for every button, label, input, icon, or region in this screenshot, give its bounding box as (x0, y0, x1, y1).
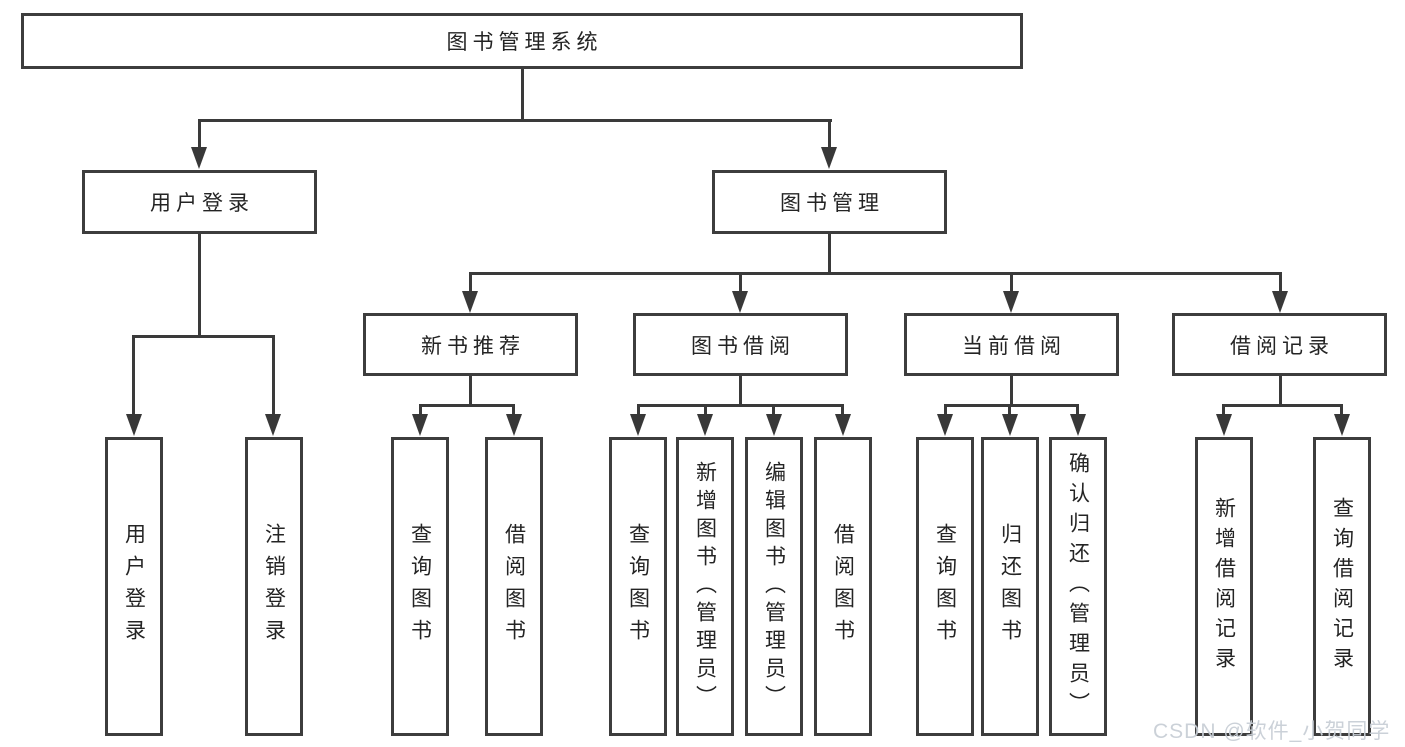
arrow-down-icon (1216, 414, 1232, 436)
connector-stem-user-login (198, 121, 201, 149)
leaf-label: 编辑图书（管理员） (762, 460, 786, 713)
arrow-down-icon (126, 414, 142, 436)
watermark: CSDN @软件_小贺同学 (1153, 720, 1391, 743)
arrow-down-icon (265, 414, 281, 436)
arrow-down-icon (1334, 414, 1350, 436)
arrow-down-icon (697, 414, 713, 436)
connector-borrowing-records-split (1222, 404, 1343, 407)
leaf-label: 确认归还（管理员） (1066, 451, 1090, 722)
connector-stem (944, 406, 947, 416)
connector-root-trunk (521, 69, 524, 122)
connector-borrowing-records-trunk (1279, 376, 1282, 407)
node-user-login: 用户登录 (82, 170, 317, 234)
node-new-book-recommendation: 新书推荐 (363, 313, 578, 376)
arrow-down-icon (630, 414, 646, 436)
connector-stem (772, 406, 775, 416)
connector-stem (1008, 406, 1011, 416)
connector-stem-borrowing-records (1279, 274, 1282, 292)
leaf-label: 用户登录 (122, 522, 146, 651)
leaf-query-books-borrowing: 查询图书 (609, 437, 667, 736)
connector-user-login-split (132, 335, 275, 338)
connector-book-management-split (469, 272, 1282, 275)
connector-user-login-trunk (198, 234, 201, 338)
leaf-logout: 注销登录 (245, 437, 303, 736)
leaf-borrow-books-borrowing: 借阅图书 (814, 437, 872, 736)
connector-book-management-trunk (828, 234, 831, 275)
leaf-label: 新增借阅记录 (1212, 496, 1236, 677)
node-library-management-system: 图书管理系统 (21, 13, 1023, 69)
leaf-label: 借阅图书 (831, 522, 855, 651)
leaf-label: 查询图书 (933, 522, 957, 651)
leaf-edit-books-admin: 编辑图书（管理员） (745, 437, 803, 736)
leaf-label: 新增图书（管理员） (693, 460, 717, 713)
arrow-down-icon (1003, 291, 1019, 313)
node-borrowing-records: 借阅记录 (1172, 313, 1387, 376)
leaf-query-books-recommend: 查询图书 (391, 437, 449, 736)
connector-root-split (198, 119, 832, 122)
connector-stem-login-leaf (132, 337, 135, 415)
arrow-down-icon (1070, 414, 1086, 436)
connector-stem (1222, 406, 1225, 416)
connector-new-book-split (419, 404, 515, 407)
arrow-down-icon (766, 414, 782, 436)
node-book-management: 图书管理 (712, 170, 947, 234)
connector-stem (1340, 406, 1343, 416)
arrow-down-icon (732, 291, 748, 313)
leaf-return-books: 归还图书 (981, 437, 1039, 736)
leaf-query-books-current: 查询图书 (916, 437, 974, 736)
leaf-label: 查询图书 (408, 522, 432, 651)
connector-stem-logout-leaf (272, 337, 275, 415)
arrow-down-icon (1272, 291, 1288, 313)
node-current-borrowing: 当前借阅 (904, 313, 1119, 376)
leaf-label: 注销登录 (262, 522, 286, 651)
connector-stem (704, 406, 707, 416)
leaf-add-borrow-record: 新增借阅记录 (1195, 437, 1253, 736)
connector-stem-new-book (469, 274, 472, 292)
leaf-user-login: 用户登录 (105, 437, 163, 736)
connector-stem (841, 406, 844, 416)
leaf-label: 查询借阅记录 (1330, 496, 1354, 677)
leaf-confirm-return-admin: 确认归还（管理员） (1049, 437, 1107, 736)
arrow-down-icon (821, 147, 837, 169)
connector-new-book-trunk (469, 376, 472, 407)
connector-stem (637, 406, 640, 416)
arrow-down-icon (412, 414, 428, 436)
connector-current-borrowing-split (944, 404, 1079, 407)
arrow-down-icon (1002, 414, 1018, 436)
connector-stem (512, 406, 515, 416)
leaf-label: 查询图书 (626, 522, 650, 651)
connector-current-borrowing-trunk (1010, 376, 1013, 407)
leaf-query-borrow-record: 查询借阅记录 (1313, 437, 1371, 736)
leaf-borrow-books-recommend: 借阅图书 (485, 437, 543, 736)
arrow-down-icon (191, 147, 207, 169)
leaf-add-books-admin: 新增图书（管理员） (676, 437, 734, 736)
arrow-down-icon (462, 291, 478, 313)
arrow-down-icon (506, 414, 522, 436)
leaf-label: 归还图书 (998, 522, 1022, 651)
arrow-down-icon (937, 414, 953, 436)
arrow-down-icon (835, 414, 851, 436)
node-book-borrowing: 图书借阅 (633, 313, 848, 376)
connector-book-borrowing-split (637, 404, 844, 407)
leaf-label: 借阅图书 (502, 522, 526, 651)
connector-stem (1076, 406, 1079, 416)
connector-stem-current-borrowing (1010, 274, 1013, 292)
connector-stem-book-management (828, 121, 831, 149)
connector-book-borrowing-trunk (739, 376, 742, 407)
connector-stem-book-borrowing (739, 274, 742, 292)
connector-stem (419, 406, 422, 416)
